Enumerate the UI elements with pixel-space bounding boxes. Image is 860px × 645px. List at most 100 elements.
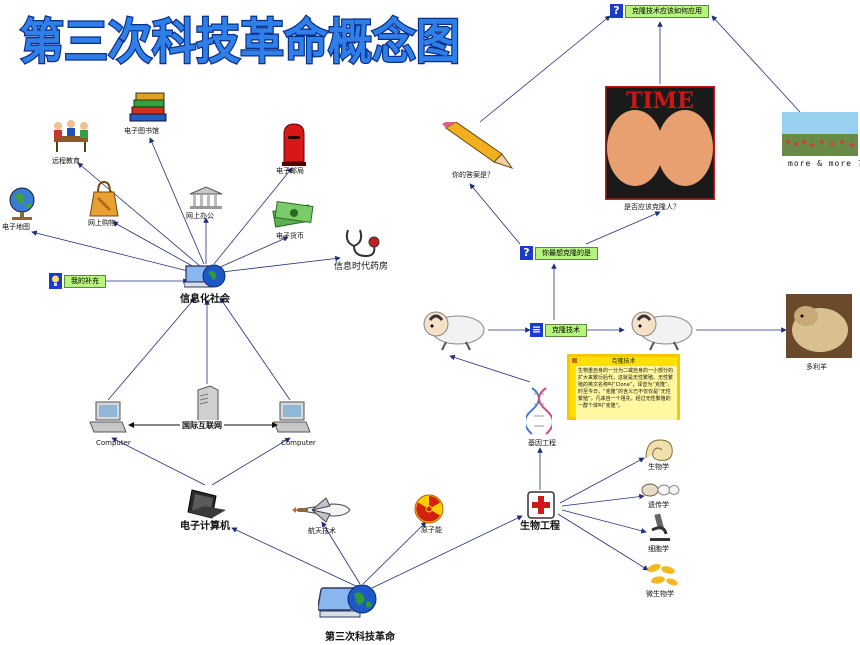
link-root-computer [231,527,361,589]
root-label: 第三次科技革命 [325,632,395,643]
link-info-shopping [112,221,197,269]
shopping-label: 网上购物 [88,219,116,227]
note-title: 克隆技术 [611,358,636,365]
genetics-label: 遗传学 [648,501,669,509]
computer-left-label: Computer [96,439,131,447]
think-node[interactable]: ? 你最想克隆的是 [520,245,598,261]
bank-icon [189,186,223,209]
info-society-label: 信息化社会 [180,294,230,305]
classroom-icon [54,120,88,152]
link-more-use [711,15,801,113]
pencil-icon [442,122,514,169]
eggs-icon [641,483,680,497]
gene-label: 基因工程 [528,439,556,447]
computer-icon [89,401,127,433]
use-node[interactable]: ? 克隆技术应该如何应用 [610,3,709,19]
micro-label: 微生物学 [646,590,674,598]
shell-icon [645,439,673,461]
computer-right-label: Computer [281,439,316,447]
link-info-map [31,230,193,273]
supplement-label: 我的补充 [64,274,106,288]
dolly-photo [786,294,852,358]
link-info-pharmacy [221,255,341,273]
use-label: 克隆技术应该如何应用 [625,4,709,18]
note-text: 生物重自身的一分为二或自身的一小部分的扩大来繁衍后代，这就是无性繁殖。无性繁殖的… [578,368,674,409]
money-label: 电子货币 [276,232,304,240]
link-bio-genetics [561,493,645,507]
link-info-library [149,137,205,265]
bacteria-icon [647,563,678,586]
space-label: 航天技术 [308,527,336,535]
link-right-info [219,297,291,401]
link-bio-cytology [561,509,647,534]
link-think-time [585,211,661,245]
think-label: 你最想克隆的是 [535,246,598,260]
biology-label: 生物学 [648,463,669,471]
should-clone-label: 是否应该克隆人？ [624,203,680,211]
shuttle-icon [292,497,351,523]
clone-note: 克隆技术 生物重自身的一分为二或自身的一小部分的扩大来繁衍后代，这就是无性繁殖。… [567,354,680,420]
link-info-post [213,167,293,265]
page-title: 第三次科技革命概念图 [14,4,474,74]
dolly-label: 多利羊 [806,363,827,371]
question-icon: ? [610,4,623,18]
microscope-icon [650,513,670,541]
books-icon [129,92,167,122]
pharmacy-label: 信息时代药房 [334,262,389,272]
link-think-answer [469,183,521,245]
title-banner: 第三次科技革命概念图 [19,13,462,72]
cytology-label: 细胞学 [648,545,669,553]
answer-label: 你的答案是？ [452,171,494,179]
supplement-node[interactable]: 我的补充 [49,273,106,289]
stethoscope-icon [345,229,380,258]
medical-cross-icon [527,491,555,519]
dna-icon [526,387,552,435]
link-root-bio [371,515,523,589]
computer-label: 电子计算机 [180,521,230,532]
link-root-atomic [362,521,427,585]
time-cover: TIME [605,86,715,200]
link-info-edu [77,162,201,267]
note-body: 生物重自身的一分为二或自身的一小部分的扩大来繁衍后代，这就是无性繁殖。无性繁殖的… [576,366,677,420]
note-badge-icon: ≡ [530,323,543,337]
office-label: 网上办公 [186,212,214,220]
remote-edu-label: 远程教育 [52,157,80,165]
more-label: more & more ? [788,159,860,168]
link-bio-biology [559,457,645,504]
mailbox-icon [282,123,306,166]
bio-label: 生物工程 [520,521,560,532]
radiation-icon [414,494,444,524]
clone-tech-node[interactable]: ≡ 克隆技术 [530,322,587,338]
money-icon [272,201,314,228]
clone-tech-label: 克隆技术 [545,323,587,337]
globe-laptop-icon [184,264,226,288]
atomic-label: 原子能 [421,526,442,534]
internet-label: 国际互联网 [180,420,224,431]
title-text: 第三次科技革命概念图 [20,14,460,70]
note-icon [572,358,577,363]
link-info-money [217,236,289,269]
post-label: 电子邮局 [276,167,304,175]
globe-icon [9,187,35,220]
link-computer-right [211,437,291,486]
laptop-icon [187,489,226,519]
time-mag-title: TIME [626,88,694,114]
crowd-photo [782,112,858,156]
globe-laptop-icon [318,584,377,618]
link-bio-micro [557,513,649,571]
shopping-bag-icon [89,180,119,217]
computer-icon [273,401,311,433]
lightbulb-icon [49,273,62,289]
link-left-info [107,297,196,401]
link-gene-sheep [449,354,531,383]
server-icon [197,385,219,424]
link-answer-use [479,15,611,123]
link-computer-left [111,437,206,486]
library-label: 电子图书馆 [124,127,159,135]
sheep-icon [423,311,485,351]
question-icon: ? [520,246,533,260]
link-root-space [321,521,361,585]
sheep-icon [631,311,693,351]
